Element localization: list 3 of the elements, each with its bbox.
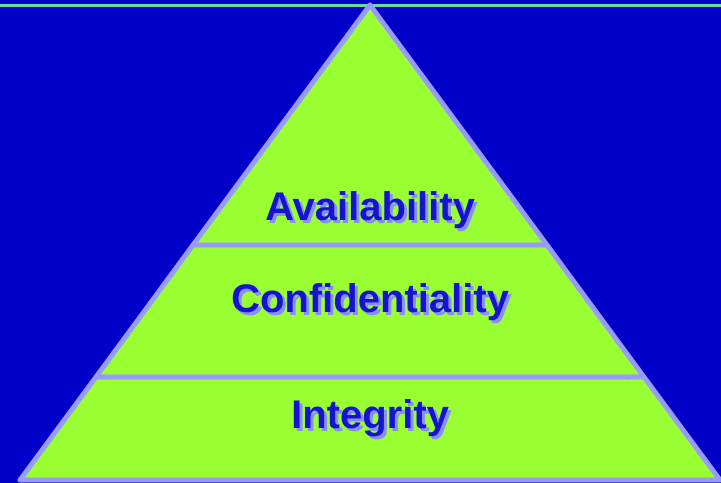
level-label: Confidentiality [230, 277, 510, 322]
level-label: Availability [264, 185, 476, 230]
level-label: Integrity [290, 393, 450, 438]
